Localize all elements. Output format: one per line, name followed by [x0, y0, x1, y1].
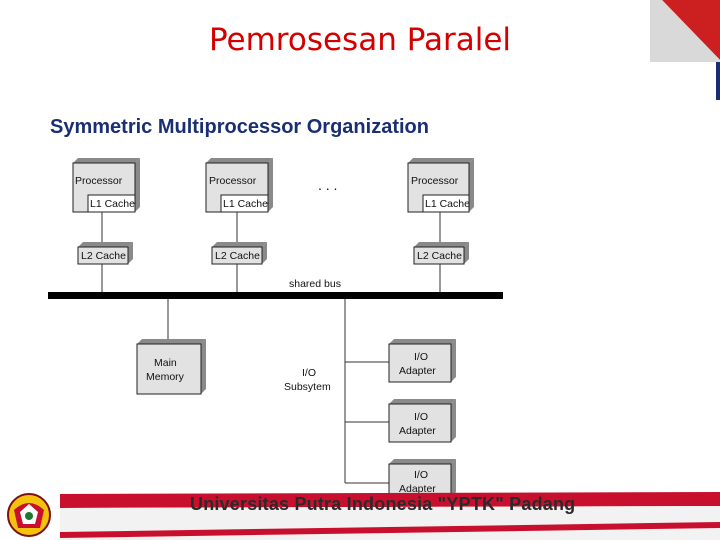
io-adapter-label-line2: Adapter	[399, 425, 436, 437]
io-adapter-label-line1: I/O	[414, 469, 428, 481]
corner-decoration	[650, 0, 720, 100]
l1-cache-box	[422, 194, 470, 213]
l1-cache-box	[220, 194, 269, 213]
io-adapter-label-line1: I/O	[414, 351, 428, 363]
shared-bus-label: shared bus	[289, 278, 341, 290]
ellipsis: . . .	[318, 177, 337, 193]
institution-name: Universitas Putra Indonesia "YPTK" Padan…	[190, 494, 576, 514]
slide-title: Pemrosesan Paralel	[208, 22, 512, 58]
processor-unit-2: Processor L1 Cache L2 Cache	[205, 158, 273, 292]
io-subsystem-label-line1: I/O	[302, 367, 316, 379]
io-adapter-label-line2: Adapter	[399, 483, 436, 495]
processor-label: Processor	[75, 175, 123, 187]
io-adapter-3: I/O Adapter	[388, 459, 456, 498]
processor-label: Processor	[209, 175, 257, 187]
main-memory-label-line2: Memory	[146, 371, 185, 383]
processor-unit-3: Processor L1 Cache L2 Cache	[407, 158, 474, 292]
main-memory: Main Memory	[136, 299, 206, 395]
l1-cache-label: L1 Cache	[425, 198, 470, 210]
l2-cache-label: L2 Cache	[81, 250, 126, 262]
processor-label: Processor	[411, 175, 459, 187]
io-adapter-1: I/O Adapter	[388, 339, 456, 383]
io-adapter-box	[388, 403, 452, 443]
slide-subtitle: Symmetric Multiprocessor Organization	[50, 116, 429, 138]
processor-unit-1: Processor L1 Cache L2 Cache	[72, 158, 140, 292]
io-subsystem-label-line2: Subsytem	[284, 381, 331, 393]
shared-bus	[48, 292, 503, 299]
io-adapter-box	[388, 343, 452, 383]
l2-cache-label: L2 Cache	[215, 250, 260, 262]
l2-cache-box	[77, 246, 129, 265]
io-adapter-label-line1: I/O	[414, 411, 428, 423]
l1-cache-label: L1 Cache	[223, 198, 268, 210]
io-adapter-2: I/O Adapter	[388, 399, 456, 443]
io-adapter-label-line2: Adapter	[399, 365, 436, 377]
io-subsystem: I/O Subsytem I/O Adapter I/O Adapter I/O…	[284, 299, 456, 498]
main-memory-label-line1: Main	[154, 357, 177, 369]
main-memory-box	[136, 343, 202, 395]
l1-cache-box	[87, 194, 136, 213]
l1-cache-label: L1 Cache	[90, 198, 135, 210]
university-logo	[7, 493, 51, 537]
l2-cache-label: L2 Cache	[417, 250, 462, 262]
footer-banner	[60, 492, 720, 540]
l2-cache-box	[413, 246, 465, 265]
